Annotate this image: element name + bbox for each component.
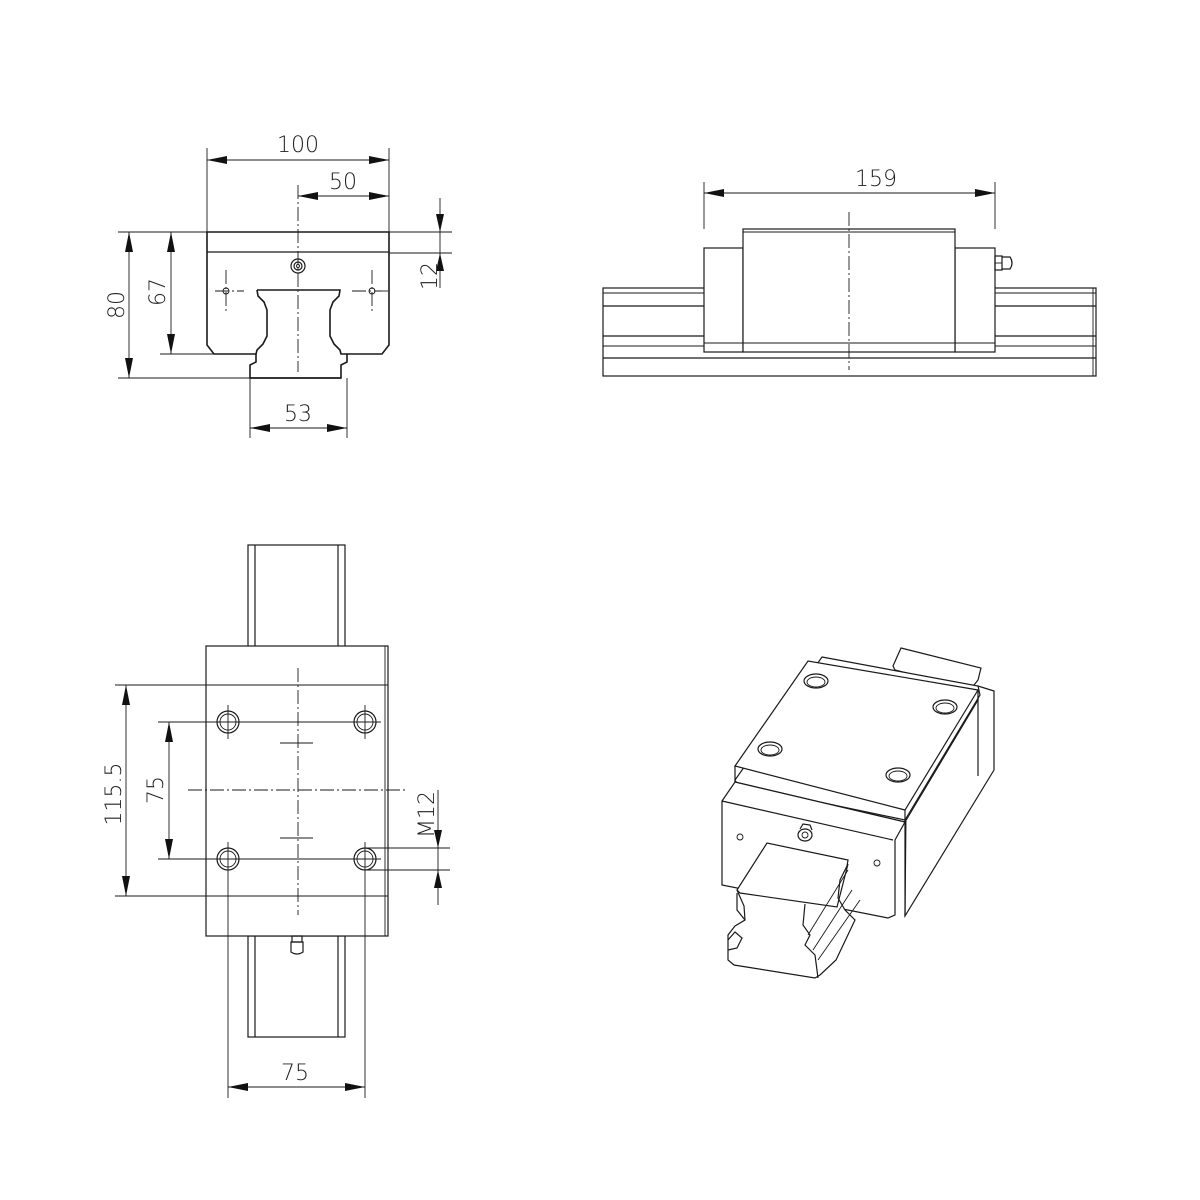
iso-top-plate-side-edge: [904, 690, 979, 823]
arrowhead: [167, 232, 175, 252]
arrowhead: [436, 214, 444, 232]
iso-side-hole-icon: [873, 859, 881, 867]
side-grease-nipple-icon: [994, 255, 1013, 271]
arrowhead: [434, 830, 442, 848]
dim-label-115-5: 115.5: [102, 763, 127, 826]
side-end-cap-right: [954, 247, 996, 353]
dim-label-100: 100: [277, 133, 319, 158]
arrowhead: [345, 1083, 365, 1091]
dim-label-75-vertical: 75: [144, 776, 169, 804]
top-grease-nipple-icon: [290, 935, 304, 955]
dim-label-159: 159: [855, 167, 897, 192]
iso-grease-nipple-icon: [797, 823, 813, 842]
iso-mounting-hole-icon: [757, 741, 783, 757]
arrowhead: [165, 839, 173, 859]
arrowhead: [369, 192, 389, 200]
side-end-cap-left: [703, 247, 744, 353]
dim-label-50: 50: [329, 170, 357, 195]
arrowhead: [228, 1083, 248, 1091]
arrowhead: [122, 685, 130, 705]
top-rail-upper: [247, 544, 346, 648]
iso-rail-profile: [736, 893, 746, 921]
arrowhead: [369, 156, 389, 164]
iso-mounting-hole-icon: [803, 673, 829, 689]
dim-label-67: 67: [146, 278, 171, 306]
arrowhead: [122, 876, 130, 896]
iso-rail-grooves: [807, 869, 861, 961]
iso-rail-profile: [727, 931, 743, 951]
arrowhead: [167, 334, 175, 354]
iso-rail-top-edge: [736, 863, 849, 908]
arrowhead: [125, 358, 133, 378]
iso-side-hole-icon: [736, 833, 744, 841]
dim-label-12: 12: [418, 262, 443, 290]
top-block: [205, 645, 389, 937]
iso-mounting-hole-icon: [932, 699, 958, 715]
arrowhead: [125, 232, 133, 252]
arrowhead: [298, 192, 318, 200]
dim-label-m12: M12: [415, 791, 440, 838]
arrowhead: [975, 189, 995, 197]
arrowhead: [436, 253, 444, 271]
dim-label-80: 80: [105, 291, 130, 319]
dim-label-53: 53: [284, 402, 312, 427]
front-view: 100 50 12 80 67 53: [105, 133, 452, 438]
iso-rail-profile: [802, 903, 819, 979]
arrowhead: [207, 156, 227, 164]
arrowhead: [250, 424, 270, 432]
top-rail-lower: [247, 935, 346, 1038]
side-view: 159: [602, 167, 1097, 377]
isometric-view: [721, 647, 995, 979]
iso-edge: [721, 800, 894, 841]
top-view: 115.5 75 M12 75: [102, 544, 450, 1098]
arrowhead: [434, 870, 442, 888]
iso-mounting-hole-icon: [885, 767, 911, 783]
arrowhead: [165, 722, 173, 742]
arrowhead: [327, 424, 347, 432]
dim-label-75-horizontal: 75: [281, 1061, 309, 1086]
arrowhead: [704, 189, 724, 197]
front-rail-profile: [255, 289, 347, 355]
